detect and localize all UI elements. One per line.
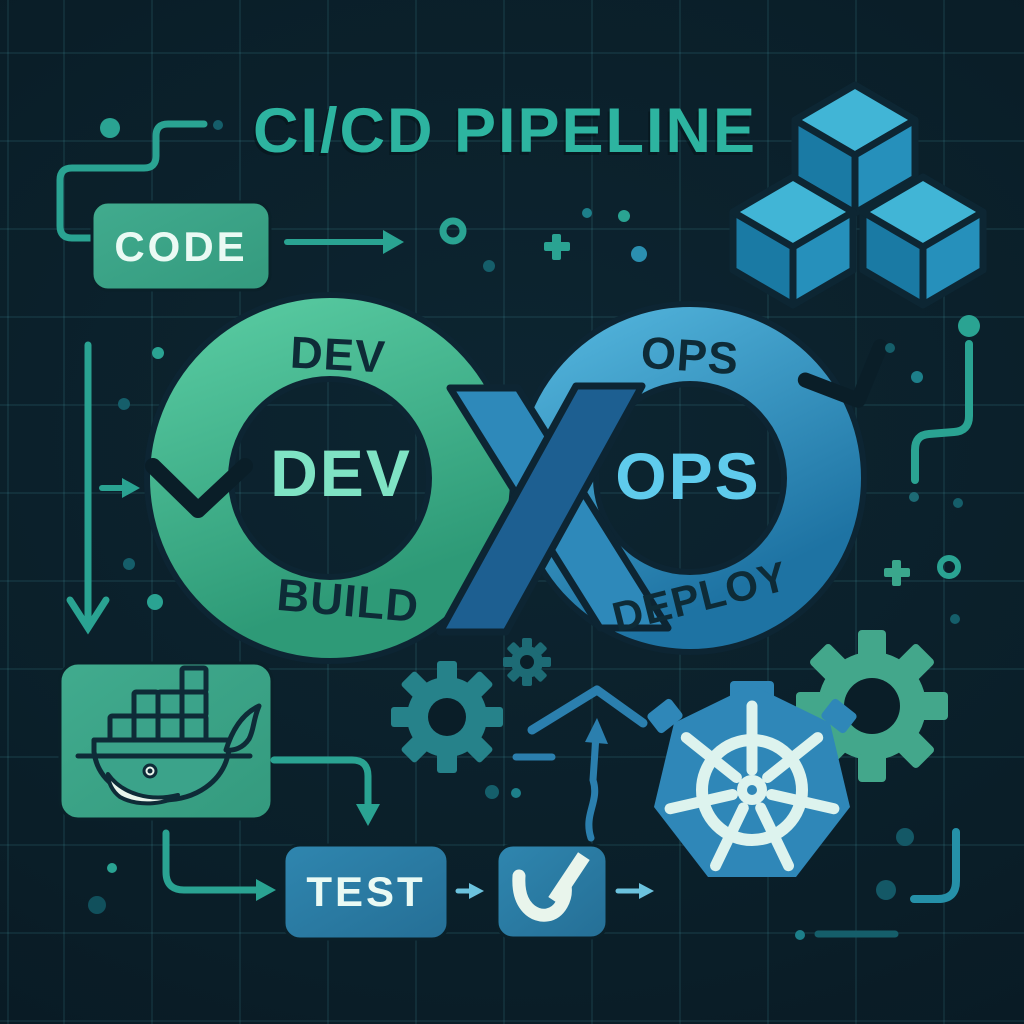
arrow-down-left xyxy=(66,341,110,635)
arrow-code-right xyxy=(284,230,404,254)
dev-center-label: DEV xyxy=(270,436,412,510)
dev-arc-label: DEV xyxy=(288,326,388,383)
decor-dots-center xyxy=(485,785,521,799)
decor-dots-bottom-right xyxy=(795,828,914,940)
container-cubes-icon xyxy=(729,81,987,309)
docker-containers xyxy=(107,665,209,743)
docker-whale-icon xyxy=(75,665,262,806)
gear-green-icon xyxy=(796,630,948,782)
code-node-label: CODE xyxy=(114,223,248,270)
arrow-up-wavy xyxy=(512,718,608,842)
chevron-up-icon xyxy=(527,685,648,735)
dev-ring-notch xyxy=(145,458,253,518)
cube-front-left xyxy=(729,173,857,309)
arrow-test-to-check xyxy=(455,883,484,899)
check-swoosh-icon xyxy=(512,852,590,922)
kubernetes-helm-icon xyxy=(647,681,857,877)
decor-dots-left xyxy=(118,347,164,610)
page-title: CI/CD PIPELINE xyxy=(252,96,758,166)
ops-ring-notch xyxy=(797,339,888,408)
decor-dots-bottom-left xyxy=(88,863,117,914)
ops-center-label: OPS xyxy=(615,439,761,513)
cube-back xyxy=(791,81,919,217)
dev-ring xyxy=(150,298,510,658)
test-node-label: TEST xyxy=(306,868,426,915)
circuit-connector-top-left xyxy=(56,118,223,242)
cube-front-right xyxy=(859,173,987,309)
circuit-connector-right xyxy=(909,315,980,502)
ops-arc-label: OPS xyxy=(639,326,741,385)
gear-small-icon xyxy=(503,638,551,686)
arrow-small-right xyxy=(99,478,140,498)
gear-large-icon xyxy=(391,661,503,773)
arrow-docker-to-test-left xyxy=(162,829,276,901)
decor-dots-top xyxy=(439,208,647,272)
circuit-connector-bottom-right xyxy=(910,828,960,903)
decor-dots-right xyxy=(884,343,963,624)
helm-wheel xyxy=(664,700,840,872)
arrow-check-to-kubernetes xyxy=(615,883,654,899)
loop-band-rising xyxy=(436,382,646,636)
code-node-box xyxy=(90,200,272,292)
arrow-docker-to-test-top xyxy=(270,756,380,826)
devops-infinity-loop xyxy=(144,292,888,664)
test-node-box xyxy=(282,843,450,941)
